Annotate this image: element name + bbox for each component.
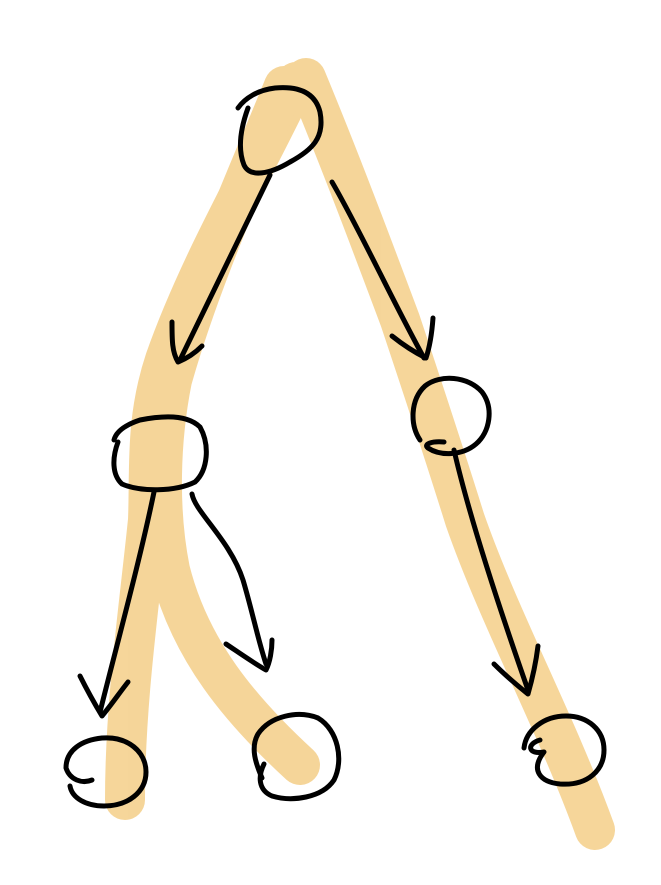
- highlight-path-root-right-rightchild: [286, 58, 615, 850]
- nodes-layer: [63, 85, 607, 809]
- tree-node-root[interactable]: [235, 85, 324, 176]
- highlight-path-root-left-leftright: [141, 66, 320, 785]
- edge-right-rightchild: [451, 447, 531, 693]
- tree-node-left-left[interactable]: [63, 735, 149, 809]
- edges-layer: [77, 172, 541, 719]
- edge-root-right: [329, 179, 427, 361]
- arrowhead-right-rightchild: [491, 643, 541, 697]
- arrowhead-left-leftright: [223, 637, 275, 673]
- tree-node-left[interactable]: [111, 414, 209, 493]
- arrowhead-left-leftleft: [77, 673, 131, 719]
- tree-node-right-child[interactable]: [521, 713, 607, 787]
- highlight-layer: [105, 58, 615, 850]
- arrowhead-root-right: [389, 315, 436, 361]
- tree-node-right[interactable]: [410, 375, 492, 456]
- edge-left-leftleft: [97, 489, 157, 715]
- tree-node-left-right[interactable]: [251, 712, 342, 802]
- arrowhead-root-left: [169, 319, 205, 365]
- edge-root-left: [177, 172, 273, 363]
- edge-left-leftright: [189, 491, 269, 667]
